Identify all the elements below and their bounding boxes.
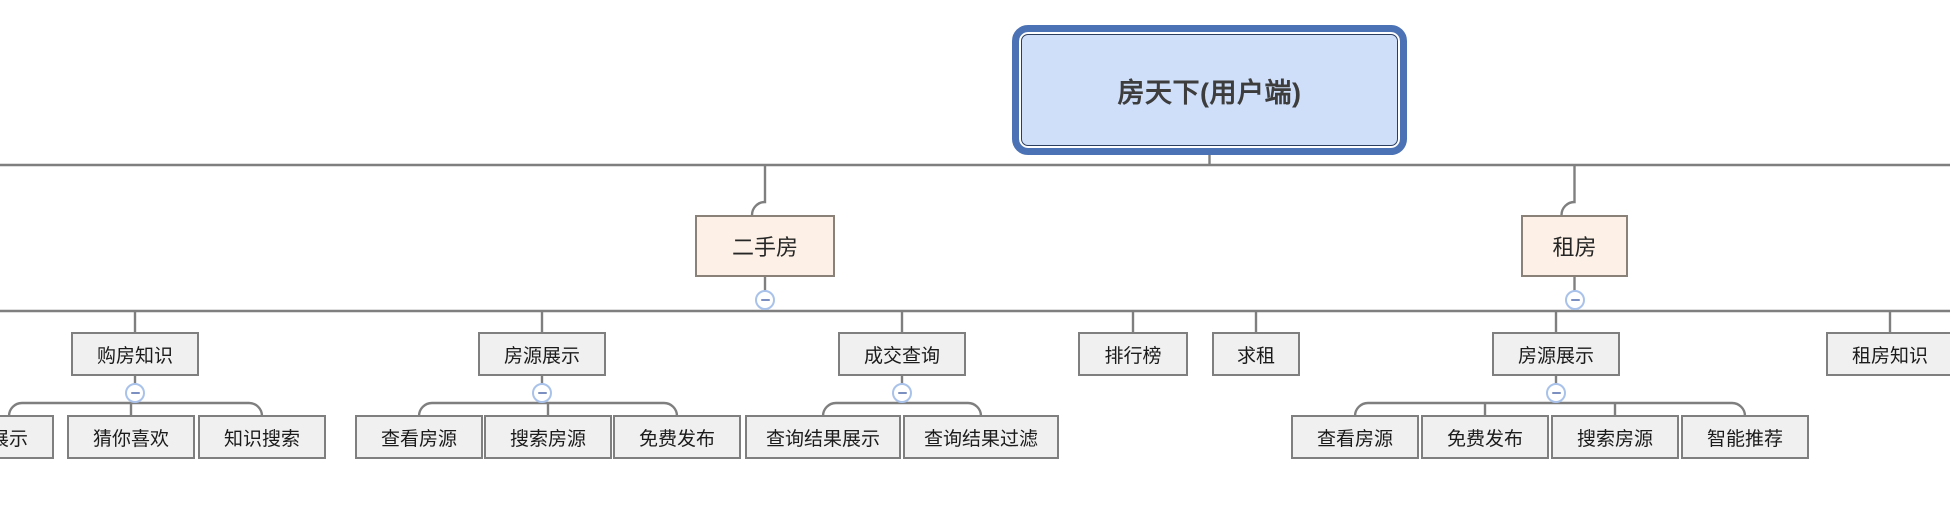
leaf-node-l-caini[interactable]: 猜你喜欢 (67, 415, 195, 459)
leaf-node-label: 查询结果过滤 (923, 428, 1038, 450)
minus-glyph (897, 392, 907, 394)
leaf-node-l-mffb1[interactable]: 免费发布 (613, 415, 741, 459)
collapse-toggle-zufang-minus-icon[interactable] (1565, 290, 1585, 310)
category-node-gouf-zhishi[interactable]: 购房知识 (71, 332, 199, 376)
leaf-node-l-ckfy2[interactable]: 查看房源 (1291, 415, 1419, 459)
leaf-node-l-ssfy1[interactable]: 搜索房源 (484, 415, 612, 459)
leaf-node-label: 免费发布 (638, 428, 715, 450)
collapse-toggle-goufzhishi-minus-icon[interactable] (125, 383, 145, 403)
category-node-zf-fangyuan[interactable]: 房源展示 (1492, 332, 1620, 376)
category-node-zufang-zs[interactable]: 租房知识 (1826, 332, 1950, 376)
collapse-toggle-zffangyuan-minus-icon[interactable] (1546, 383, 1566, 403)
leaf-node-label: 搜索房源 (509, 428, 586, 450)
category-node-qiuzu[interactable]: 求租 (1212, 332, 1300, 376)
category-node-label: 求租 (1236, 345, 1275, 367)
leaf-node-label: 展示 (0, 428, 28, 450)
leaf-node-label: 猜你喜欢 (92, 428, 169, 450)
category-node-label: 租房知识 (1851, 345, 1928, 367)
category-node-label: 排行榜 (1104, 345, 1162, 367)
leaf-node-l-cxjgzs[interactable]: 查询结果展示 (745, 415, 901, 459)
leaf-node-l-zszs[interactable]: 知识搜索 (198, 415, 326, 459)
leaf-node-l-znth[interactable]: 智能推荐 (1681, 415, 1809, 459)
branch-node-label: 二手房 (731, 235, 798, 260)
collapse-toggle-ershoufang-minus-icon[interactable] (755, 290, 775, 310)
root-node[interactable]: 房天下(用户端) (1012, 25, 1407, 155)
category-node-label: 购房知识 (96, 345, 173, 367)
root-node-label: 房天下(用户端) (1117, 77, 1302, 108)
branch-node-zufang[interactable]: 租房 (1521, 215, 1628, 277)
minus-glyph (130, 392, 140, 394)
connector (1560, 166, 1576, 216)
branch-node-label: 租房 (1552, 235, 1597, 260)
leaf-node-l-ssfy2[interactable]: 搜索房源 (1551, 415, 1679, 459)
branch-node-ershoufang[interactable]: 二手房 (695, 215, 835, 277)
leaf-node-label: 查看房源 (380, 428, 457, 450)
category-node-label: 房源展示 (1517, 345, 1594, 367)
category-node-label: 成交查询 (863, 345, 940, 367)
leaf-node-label: 免费发布 (1446, 428, 1523, 450)
minus-glyph (1570, 299, 1580, 301)
connector (750, 166, 767, 216)
collapse-toggle-chengjiao-minus-icon[interactable] (892, 383, 912, 403)
category-node-chengjiao[interactable]: 成交查询 (838, 332, 966, 376)
collapse-toggle-esfangyuan-minus-icon[interactable] (532, 383, 552, 403)
category-node-es-fangyuan[interactable]: 房源展示 (478, 332, 606, 376)
leaf-node-l-ckfy1[interactable]: 查看房源 (355, 415, 483, 459)
leaf-node-label: 搜索房源 (1576, 428, 1653, 450)
leaf-node-label: 智能推荐 (1706, 428, 1783, 450)
leaf-node-l-mffb2[interactable]: 免费发布 (1421, 415, 1549, 459)
leaf-node-l-cxjggl[interactable]: 查询结果过滤 (903, 415, 1059, 459)
leaf-node-l-zhanshi[interactable]: 展示 (0, 415, 54, 459)
category-node-label: 房源展示 (503, 345, 580, 367)
minus-glyph (537, 392, 547, 394)
leaf-node-label: 查询结果展示 (765, 428, 880, 450)
leaf-node-label: 知识搜索 (223, 428, 300, 450)
category-node-paihangbang[interactable]: 排行榜 (1078, 332, 1188, 376)
minus-glyph (1551, 392, 1561, 394)
leaf-node-label: 查看房源 (1316, 428, 1393, 450)
minus-glyph (760, 299, 770, 301)
